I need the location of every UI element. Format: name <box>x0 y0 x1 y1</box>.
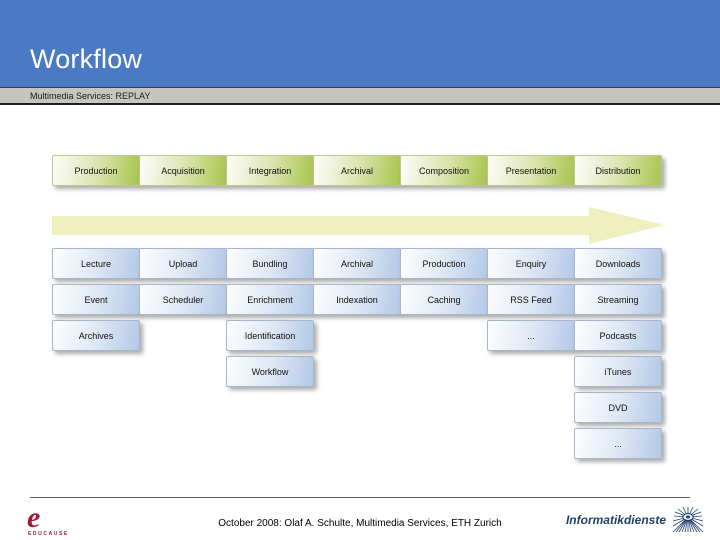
item-box-workflow[interactable]: Workflow <box>226 356 314 387</box>
item-box-itunes[interactable]: iTunes <box>574 356 662 387</box>
item-box-downloads[interactable]: Downloads <box>574 248 662 279</box>
footer-divider <box>30 497 690 498</box>
header-band <box>0 0 720 87</box>
item-box-lecture[interactable]: Lecture <box>52 248 140 279</box>
educause-e-icon: e <box>27 501 41 534</box>
phase-box-presentation[interactable]: Presentation <box>487 155 575 186</box>
phase-box-archival[interactable]: Archival <box>313 155 401 186</box>
item-box-enquiry[interactable]: Enquiry <box>487 248 575 279</box>
workflow-diagram: Production Acquisition Integration Archi… <box>0 107 720 480</box>
subtitle-bar <box>0 87 720 105</box>
item-box-caching[interactable]: Caching <box>400 284 488 315</box>
item-box-identification[interactable]: Identification <box>226 320 314 351</box>
item-box-presentation-more[interactable]: ... <box>487 320 575 351</box>
item-box-archives[interactable]: Archives <box>52 320 140 351</box>
item-box-production[interactable]: Production <box>400 248 488 279</box>
item-box-dvd[interactable]: DVD <box>574 392 662 423</box>
informatikdienste-brand: Informatikdienste <box>566 505 704 535</box>
item-box-scheduler[interactable]: Scheduler <box>139 284 227 315</box>
item-box-upload[interactable]: Upload <box>139 248 227 279</box>
phase-box-distribution[interactable]: Distribution <box>574 155 662 186</box>
item-box-archival[interactable]: Archival <box>313 248 401 279</box>
phase-box-composition[interactable]: Composition <box>400 155 488 186</box>
item-box-event[interactable]: Event <box>52 284 140 315</box>
educause-wordmark: EDUCAUSE <box>28 531 69 537</box>
phase-box-integration[interactable]: Integration <box>226 155 314 186</box>
item-box-indexation[interactable]: Indexation <box>313 284 401 315</box>
arrow-shaft <box>52 216 589 235</box>
arrow-head <box>589 207 665 244</box>
page-title: Workflow <box>30 44 143 74</box>
eth-zurich-logo-icon <box>672 507 704 533</box>
phase-box-production[interactable]: Production <box>52 155 140 186</box>
item-box-podcasts[interactable]: Podcasts <box>574 320 662 351</box>
informatikdienste-label: Informatikdienste <box>565 513 666 527</box>
process-flow-arrow-icon <box>52 207 665 244</box>
item-box-enrichment[interactable]: Enrichment <box>226 284 314 315</box>
educause-logo: e EDUCAUSE <box>27 501 97 538</box>
footer-credit: October 2008: Olaf A. Schulte, Multimedi… <box>218 518 502 529</box>
phase-box-acquisition[interactable]: Acquisition <box>139 155 227 186</box>
item-box-streaming[interactable]: Streaming <box>574 284 662 315</box>
item-box-bundling[interactable]: Bundling <box>226 248 314 279</box>
subtitle-text: Multimedia Services: REPLAY <box>30 91 151 101</box>
item-box-rss-feed[interactable]: RSS Feed <box>487 284 575 315</box>
item-box-distribution-more[interactable]: ... <box>574 428 662 459</box>
